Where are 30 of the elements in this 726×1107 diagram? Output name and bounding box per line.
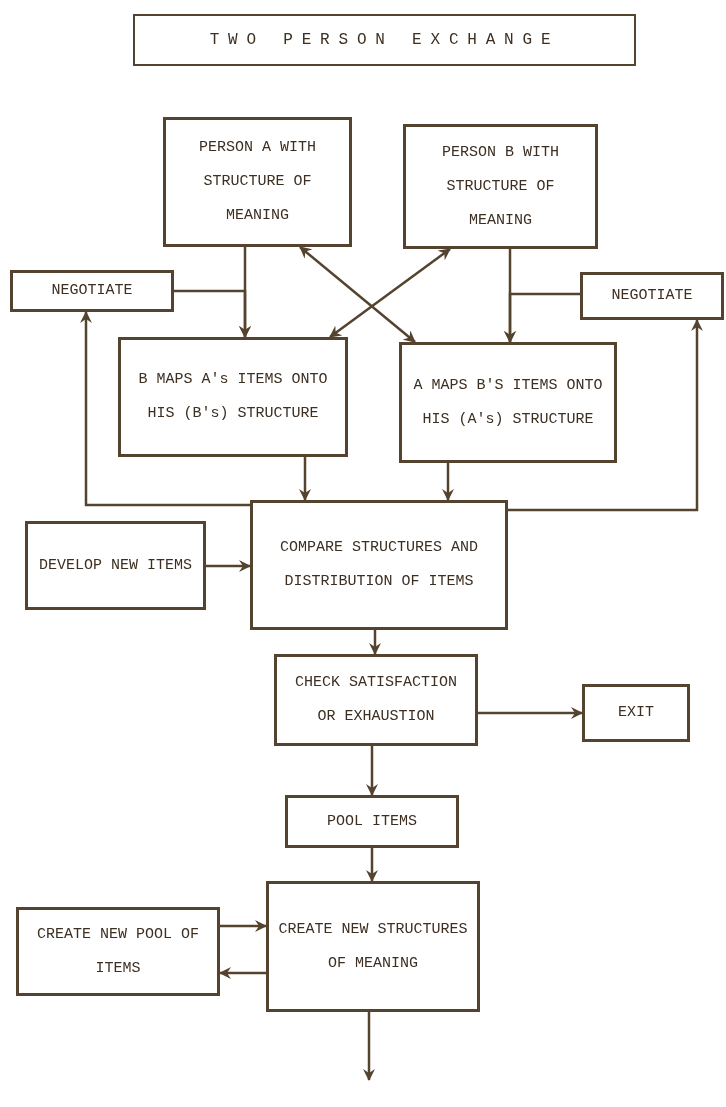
process-box: NEGOTIATE <box>10 270 174 312</box>
process-box: CHECK SATISFACTION OR EXHAUSTION <box>274 654 478 746</box>
arrow <box>174 289 251 338</box>
arrow <box>369 630 381 655</box>
arrow <box>206 560 251 572</box>
process-box: CREATE NEW STRUCTURES OF MEANING <box>266 881 480 1012</box>
process-box: EXIT <box>582 684 690 742</box>
arrow <box>299 457 311 501</box>
arrow <box>219 967 266 979</box>
arrow <box>366 848 378 882</box>
process-box: DEVELOP NEW ITEMS <box>25 521 206 610</box>
title-box: TWO PERSON EXCHANGE <box>133 14 636 66</box>
process-box: NEGOTIATE <box>580 272 724 320</box>
arrow <box>329 248 451 338</box>
process-box: PERSON A WITH STRUCTURE OF MEANING <box>163 117 352 247</box>
process-box: POOL ITEMS <box>285 795 459 848</box>
arrow <box>363 1012 375 1081</box>
process-box: B MAPS A's ITEMS ONTO HIS (B's) STRUCTURE <box>118 337 348 457</box>
arrow <box>508 319 703 512</box>
process-box: PERSON B WITH STRUCTURE OF MEANING <box>403 124 598 249</box>
arrow <box>220 920 267 932</box>
arrow <box>80 311 250 507</box>
arrow <box>442 463 454 501</box>
arrow <box>366 746 378 796</box>
process-box: COMPARE STRUCTURES AND DISTRIBUTION OF ITEMS <box>250 500 508 630</box>
arrow <box>478 707 583 719</box>
process-box: CREATE NEW POOL OF ITEMS <box>16 907 220 996</box>
arrow <box>504 292 580 343</box>
arrow <box>299 246 416 343</box>
process-box: A MAPS B'S ITEMS ONTO HIS (A's) STRUCTURE <box>399 342 617 463</box>
